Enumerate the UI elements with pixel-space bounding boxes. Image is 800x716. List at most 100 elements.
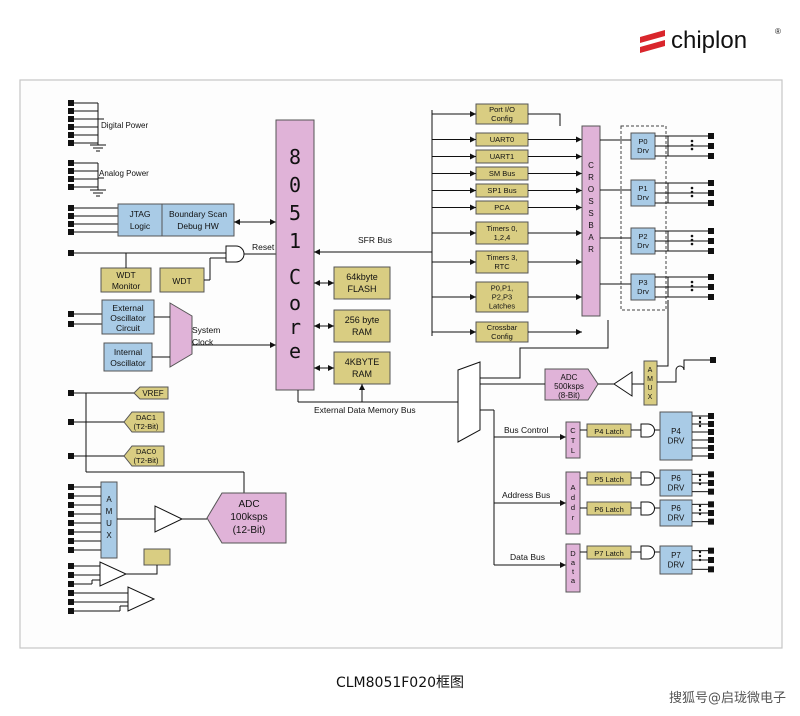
svg-text:Debug HW: Debug HW [177,221,219,231]
wdt-monitor-block [100,267,152,293]
peripheral-label: PCA [494,203,509,212]
jtag-logic-block [117,203,163,237]
svg-text:100ksps: 100ksps [230,512,267,523]
port-driver-label: Drv [637,241,649,250]
peripheral-label: UART1 [490,152,514,161]
peripheral-2: UART1 [432,149,582,164]
svg-text:R: R [588,245,594,254]
adc8-block [544,368,599,401]
peripheral-label: Latches [489,302,516,311]
svg-text:System: System [192,325,220,335]
bus-driver-label: DRV [668,437,685,446]
svg-text:C: C [570,426,576,435]
peripheral-5: PCA [432,200,582,215]
svg-text:L: L [571,446,575,455]
peripheral-label: UART0 [490,135,514,144]
boundary-scan-block [161,203,235,237]
svg-text:r: r [289,315,301,339]
svg-text:External: External [112,303,143,313]
svg-text:WDT: WDT [172,276,191,286]
latch-label: P4 Latch [594,427,624,436]
svg-text:o: o [289,291,301,315]
svg-text:M: M [106,507,113,516]
ext-memory-bus-label: External Data Memory Bus [314,405,416,415]
svg-text:S: S [588,197,593,206]
svg-text:D: D [570,549,576,558]
svg-text:256 byte: 256 byte [345,315,380,325]
port-driver-label: Drv [637,146,649,155]
address-bus-label: Address Bus [502,490,550,500]
svg-text:5: 5 [289,201,301,225]
svg-text:B: B [588,221,593,230]
svg-text:X: X [106,531,112,540]
svg-text:R: R [588,173,594,182]
svg-text:S: S [588,209,593,218]
svg-text:Monitor: Monitor [112,281,141,291]
data-block [565,543,581,593]
svg-text:Oscillator: Oscillator [110,313,146,323]
peripheral-label: Crossbar [487,323,518,332]
ram256-block [333,309,391,343]
port-driver-label: P2 [638,232,647,241]
svg-text:0: 0 [289,173,301,197]
dac0-block [123,445,165,467]
bus-driver-label: DRV [668,484,685,493]
bus-driver-label: P6 [671,474,681,483]
latch-label: P6 Latch [594,505,624,514]
bus-driver-label: DRV [668,514,685,523]
svg-text:C: C [289,265,301,289]
figure-caption: CLM8051F020框图 [335,675,465,691]
addr-label: Addr [570,483,575,522]
svg-text:a: a [571,576,576,585]
svg-text:e: e [289,339,301,363]
analog-power-label: Analog Power [99,169,149,178]
port-driver-label: P1 [638,184,647,193]
port-driver-label: Drv [637,193,649,202]
peripheral-7: Timers 3,RTC [432,250,582,274]
jtag-logic-label: JTAG [129,209,150,219]
peripheral-label: 1,2,4 [494,233,511,242]
peripheral-label: RTC [494,262,510,271]
svg-text:X: X [648,394,653,401]
svg-text:A: A [106,495,112,504]
svg-text:A: A [570,483,575,492]
amux-left-block [100,481,118,559]
port-driver-label: P3 [638,278,647,287]
peripheral-label: Port I/O [489,105,515,114]
port-driver-label: P0 [638,137,647,146]
svg-text:T: T [571,436,576,445]
digital-power-pins [68,100,74,146]
svg-text:8: 8 [289,145,301,169]
reset-label: Reset [252,242,275,252]
svg-text:Internal: Internal [114,347,142,357]
peripheral-label: Timers 3, [487,253,518,262]
latch-label: P7 Latch [594,549,624,558]
svg-text:A: A [648,367,653,374]
amux-right-block [643,360,658,406]
svg-text:WDT: WDT [116,270,135,280]
peripheral-label: Timers 0, [487,224,518,233]
comparator1 [127,586,156,612]
dac1-block [123,411,165,433]
emif-mux [457,361,481,443]
bus-control-label: Bus Control [504,425,549,435]
peripheral-label: P2,P3 [492,293,512,302]
peripheral-label: SM Bus [489,169,516,178]
bus-driver-label: P4 [671,427,681,436]
latch-label: P5 Latch [594,475,624,484]
clock-mux [169,302,193,368]
wdt-block [159,267,205,293]
svg-text:RAM: RAM [352,369,372,379]
svg-text:d: d [571,503,575,512]
port-driver-label: Drv [637,287,649,296]
comparator0 [99,561,128,587]
svg-text:(12-Bit): (12-Bit) [233,525,266,536]
data-label: Data [570,549,576,585]
